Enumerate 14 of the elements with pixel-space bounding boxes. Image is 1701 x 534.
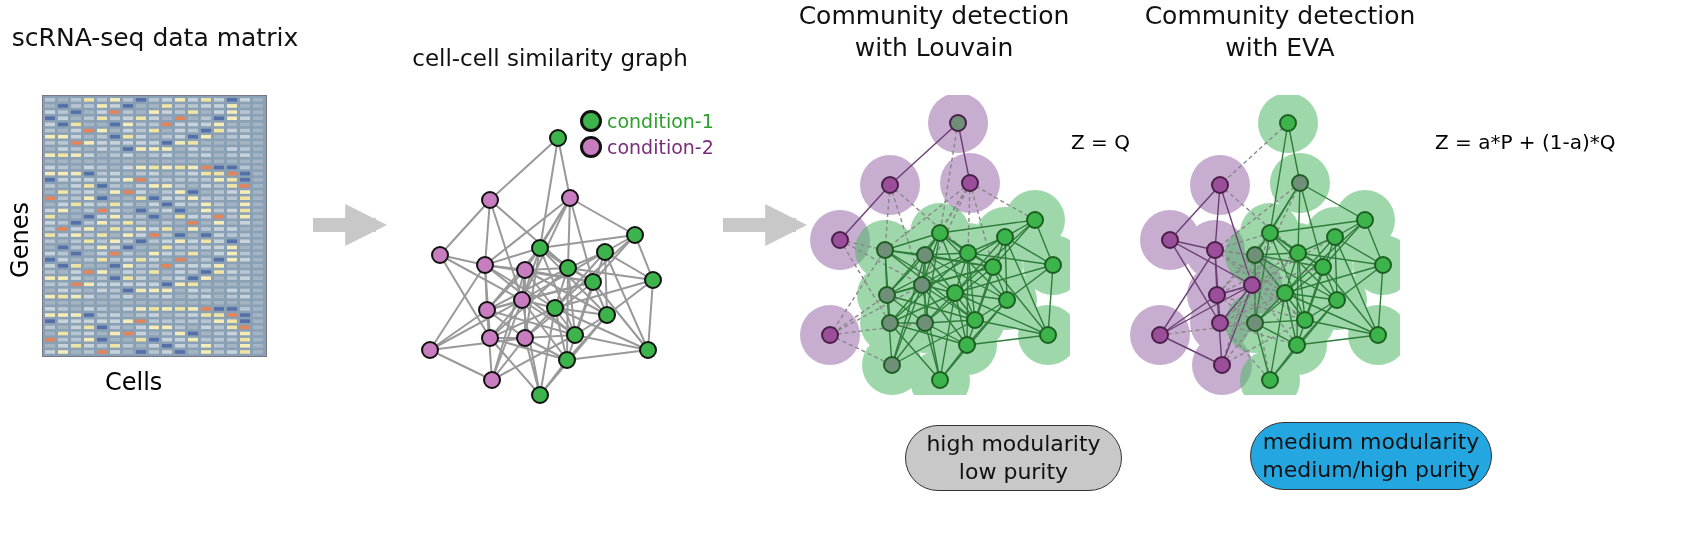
legend-label: condition-2	[607, 136, 714, 158]
panel-title: scRNA-seq data matrix	[10, 22, 300, 54]
panel-title: cell-cell similarity graph	[411, 44, 689, 73]
panel-title: Community detection with Louvain	[797, 0, 1071, 64]
axis-label: Cells	[105, 368, 163, 396]
formula: Z = Q	[1071, 130, 1130, 154]
legend-label: condition-1	[607, 110, 714, 132]
panel-title: Community detection with EVA	[1143, 0, 1417, 64]
formula: Z = a*P + (1-a)*Q	[1435, 130, 1616, 154]
arrow	[723, 204, 808, 246]
arrow	[313, 204, 388, 246]
axis-label: Genes	[6, 201, 34, 280]
result-pill: medium modularity medium/high purity	[1250, 422, 1492, 490]
result-pill: high modularity low purity	[905, 425, 1122, 491]
